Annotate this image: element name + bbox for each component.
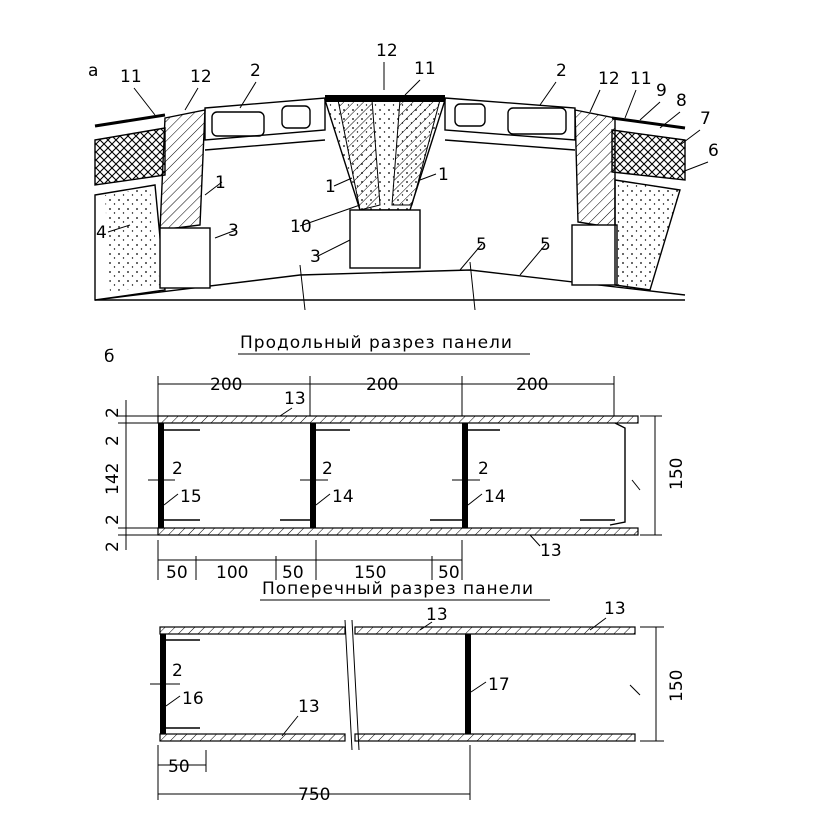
insulation-right xyxy=(611,129,686,181)
callout-13: 13 xyxy=(284,389,306,409)
dim-200: 200 xyxy=(516,375,548,395)
longitudinal-title: Продольный разрез панели xyxy=(240,333,513,353)
callout-4: 4 xyxy=(96,223,107,243)
dim-150: 150 xyxy=(667,458,687,490)
central-support xyxy=(349,209,421,269)
dim-2: 2 xyxy=(103,407,123,418)
callout-11: 11 xyxy=(414,59,436,79)
dim-50: 50 xyxy=(168,757,190,777)
callout-8: 8 xyxy=(676,91,687,111)
callout-12: 12 xyxy=(376,41,398,61)
longitudinal-dimensions: 200 200 200 2 2 142 2 2 150 2 2 2 50 100 xyxy=(103,375,687,583)
dim-200: 200 xyxy=(210,375,242,395)
dim-200: 200 xyxy=(366,375,398,395)
transverse-title: Поперечный разрез панели xyxy=(262,579,534,599)
dim-100: 100 xyxy=(216,563,248,583)
top-skin-left xyxy=(159,626,346,635)
panel-left xyxy=(204,97,326,141)
callout-13: 13 xyxy=(426,605,448,625)
callout-14: 14 xyxy=(332,487,354,507)
dim-2: 2 xyxy=(322,459,333,479)
transverse-section xyxy=(159,619,641,751)
dim-142: 142 xyxy=(103,463,123,495)
callout-12: 12 xyxy=(598,69,620,89)
section-a-drawing xyxy=(94,95,686,311)
rib-17 xyxy=(465,634,471,734)
callout-13: 13 xyxy=(604,599,626,619)
central-cap xyxy=(325,95,445,102)
top-skin-right xyxy=(354,626,636,635)
bottom-skin xyxy=(157,527,639,536)
dim-50: 50 xyxy=(282,563,304,583)
callout-11: 11 xyxy=(120,67,142,87)
callout-17: 17 xyxy=(488,675,510,695)
callout-3: 3 xyxy=(310,247,321,267)
callout-1: 1 xyxy=(325,177,336,197)
dim-2: 2 xyxy=(103,541,123,552)
callout-7: 7 xyxy=(700,109,711,129)
callout-2: 2 xyxy=(250,61,261,81)
longitudinal-labels: 13 13 15 14 14 xyxy=(163,389,562,561)
bottom-skin-left xyxy=(159,733,346,742)
top-skin xyxy=(157,415,639,424)
callout-11: 11 xyxy=(630,69,652,89)
left-column xyxy=(159,109,206,231)
left-support xyxy=(159,227,211,289)
panel-right xyxy=(444,97,576,141)
dim-2: 2 xyxy=(172,661,183,681)
dim-750: 750 xyxy=(298,785,330,805)
callout-14: 14 xyxy=(484,487,506,507)
dim-50: 50 xyxy=(166,563,188,583)
section-a-letter: а xyxy=(88,61,98,81)
right-support xyxy=(571,224,618,286)
callout-13: 13 xyxy=(298,697,320,717)
callout-13: 13 xyxy=(540,541,562,561)
rib-14 xyxy=(462,423,468,528)
dim-2: 2 xyxy=(172,459,183,479)
callout-6: 6 xyxy=(708,141,719,161)
insulation-left xyxy=(94,127,166,186)
dim-150: 150 xyxy=(667,670,687,702)
right-column xyxy=(574,109,616,229)
callout-15: 15 xyxy=(180,487,202,507)
dim-2: 2 xyxy=(478,459,489,479)
section-a-labels: а 11 12 2 12 11 2 12 11 9 8 7 6 1 1 1 3 … xyxy=(88,41,719,276)
callout-1: 1 xyxy=(438,165,449,185)
bottom-skin-right xyxy=(354,733,636,742)
longitudinal-section xyxy=(157,415,641,536)
callout-10: 10 xyxy=(290,217,312,237)
dim-2: 2 xyxy=(103,514,123,525)
break-marks xyxy=(299,261,476,311)
right-end-profile xyxy=(609,422,626,526)
callout-9: 9 xyxy=(656,81,667,101)
right-slab xyxy=(614,179,681,291)
callout-16: 16 xyxy=(182,689,204,709)
callout-2: 2 xyxy=(556,61,567,81)
dim-150: 150 xyxy=(354,563,386,583)
callout-12: 12 xyxy=(190,67,212,87)
dim-50: 50 xyxy=(438,563,460,583)
rib-14 xyxy=(310,423,316,528)
section-b-letter: б xyxy=(104,347,114,367)
dim-2: 2 xyxy=(103,435,123,446)
end-wall-15 xyxy=(158,423,164,528)
transverse-labels: 13 13 13 16 17 xyxy=(165,599,626,737)
transverse-dimensions: 2 150 50 750 xyxy=(150,626,687,805)
